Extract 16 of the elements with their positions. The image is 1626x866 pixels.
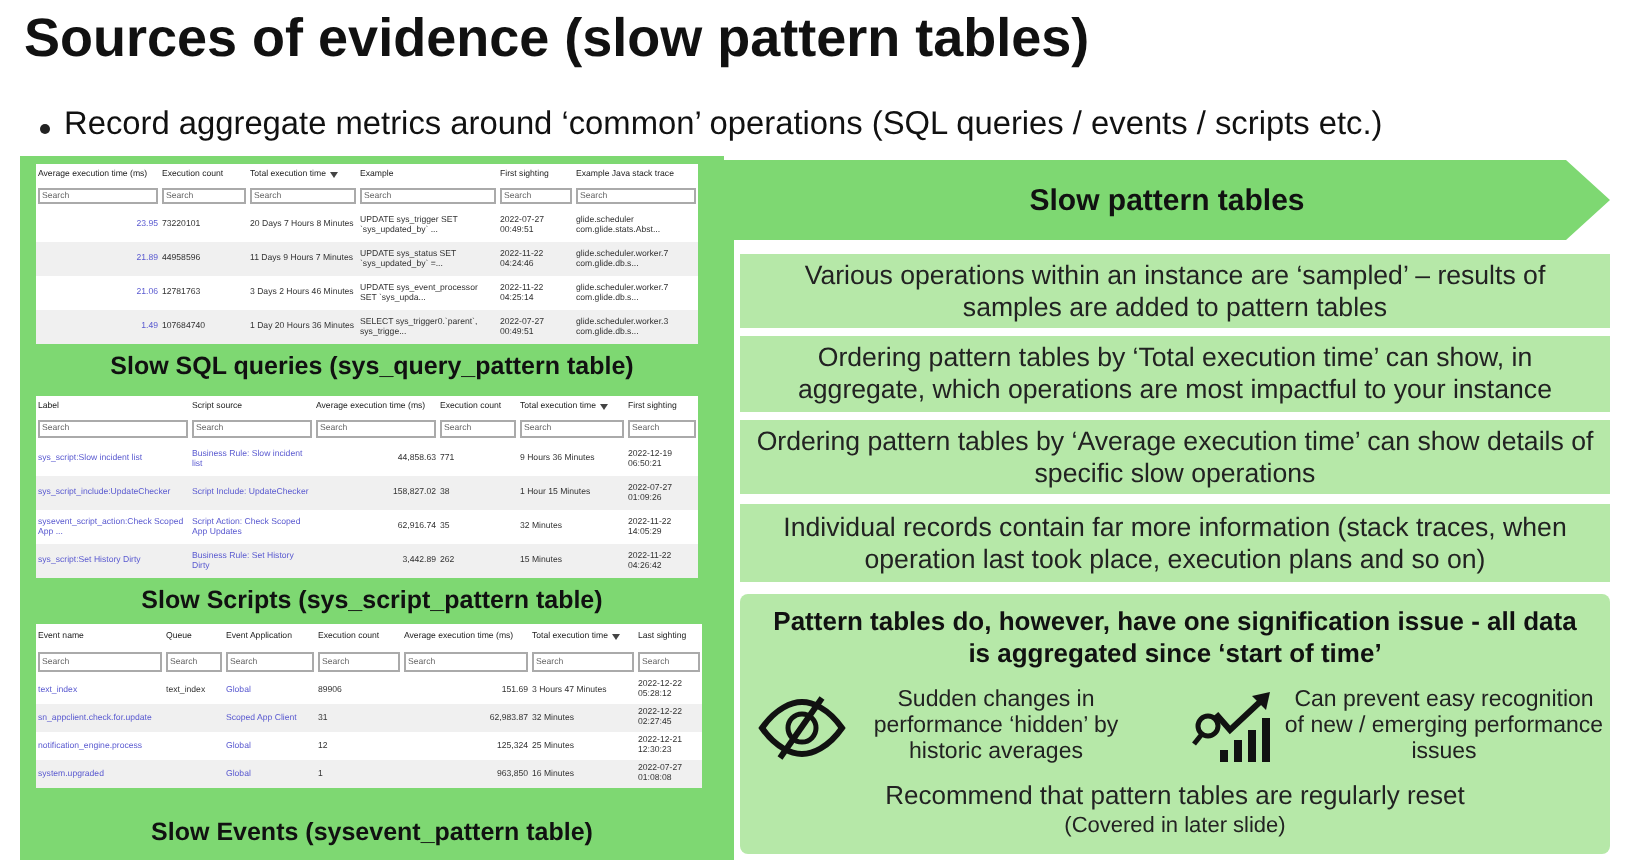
point-text: Can prevent easy recognition of new / emerging performance issues — [1284, 688, 1604, 768]
panel-heading: Pattern tables do, however, have one signification issue - all data is aggregated since ‘start of time’ — [771, 606, 1579, 669]
info-box: Individual records contain far more information (stack traces, when operation last took place, execution plans and so on) — [740, 504, 1610, 582]
table-caption: Slow Events (sysevent_pattern table) — [149, 818, 595, 846]
banner-heading: Slow pattern tables — [1029, 183, 1305, 217]
bullet-text: Record aggregate metrics around ‘common’ operations (SQL queries / events / scripts etc.) — [64, 106, 1383, 144]
point-text: Sudden changes in performance ‘hidden’ by historic averages — [856, 688, 1136, 768]
recommendation-text: Recommend that pattern tables are regularly reset — [883, 780, 1467, 810]
info-box: Ordering pattern tables by ‘Total execution time’ can show, in aggregate, which operations are most impactful to your instance — [740, 336, 1610, 412]
callout-panel — [740, 594, 1610, 854]
table-caption: Slow Scripts (sys_script_pattern table) — [139, 586, 605, 614]
note-text: (Covered in later slide) — [1062, 814, 1288, 838]
info-box: Ordering pattern tables by ‘Average execution time’ can show details of specific slow operations — [740, 420, 1610, 494]
info-box: Various operations within an instance are ‘sampled’ – results of samples are added to pattern tables — [740, 254, 1610, 328]
table-caption: Slow SQL queries (sys_query_pattern table) — [108, 352, 636, 380]
slide-title: Sources of evidence (slow pattern tables) — [24, 8, 1090, 70]
